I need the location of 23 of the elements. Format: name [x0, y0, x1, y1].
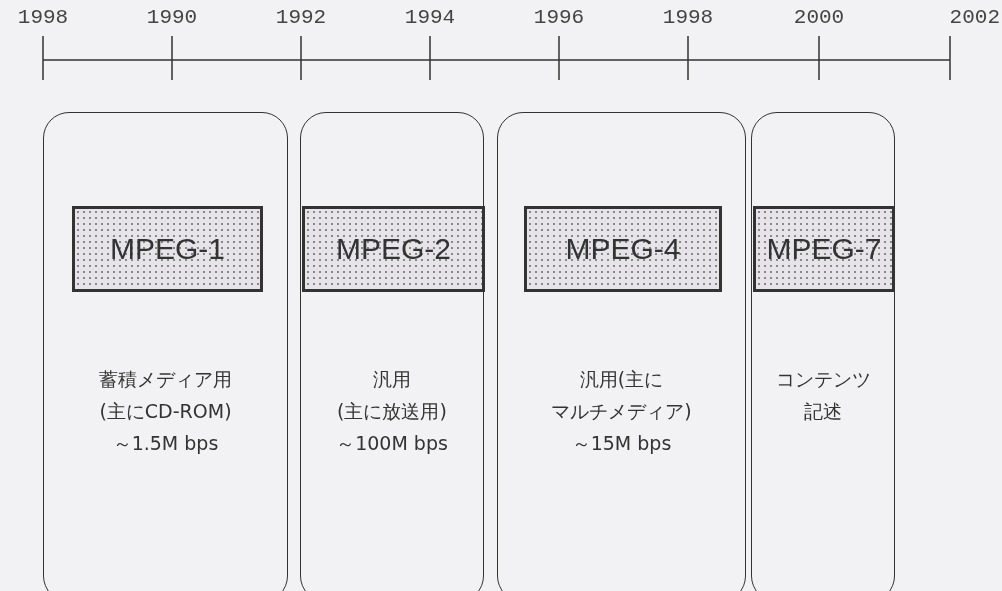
description-text: ～100M bps: [336, 431, 448, 456]
description-text: ～15M bps: [571, 431, 672, 456]
description-text: 蓄積メディア用: [99, 367, 232, 392]
standard-name-box: MPEG-7: [753, 206, 895, 292]
year-label: 1992: [275, 6, 327, 29]
standard-name-box: MPEG-1: [72, 206, 263, 292]
year-label: 2000: [793, 6, 845, 29]
year-label: 1994: [404, 6, 456, 29]
standard-name-box: MPEG-2: [302, 206, 485, 292]
description-text: マルチメディア): [551, 399, 692, 424]
year-label: 2002: [949, 6, 1000, 29]
description-text: 記述: [804, 399, 842, 424]
year-label: 1998: [17, 6, 69, 29]
year-label: 1990: [146, 6, 198, 29]
year-label: 1996: [533, 6, 585, 29]
description-text: 汎用(主に: [579, 367, 664, 392]
description-text: 汎用: [373, 367, 411, 392]
year-label: 1998: [662, 6, 714, 29]
description-text: ～1.5M bps: [112, 431, 219, 456]
description-text: コンテンツ: [775, 367, 871, 392]
description-text: (主に放送用): [337, 399, 447, 424]
standard-name-box: MPEG-4: [524, 206, 722, 292]
description-text: (主にCD-ROM): [99, 399, 232, 424]
